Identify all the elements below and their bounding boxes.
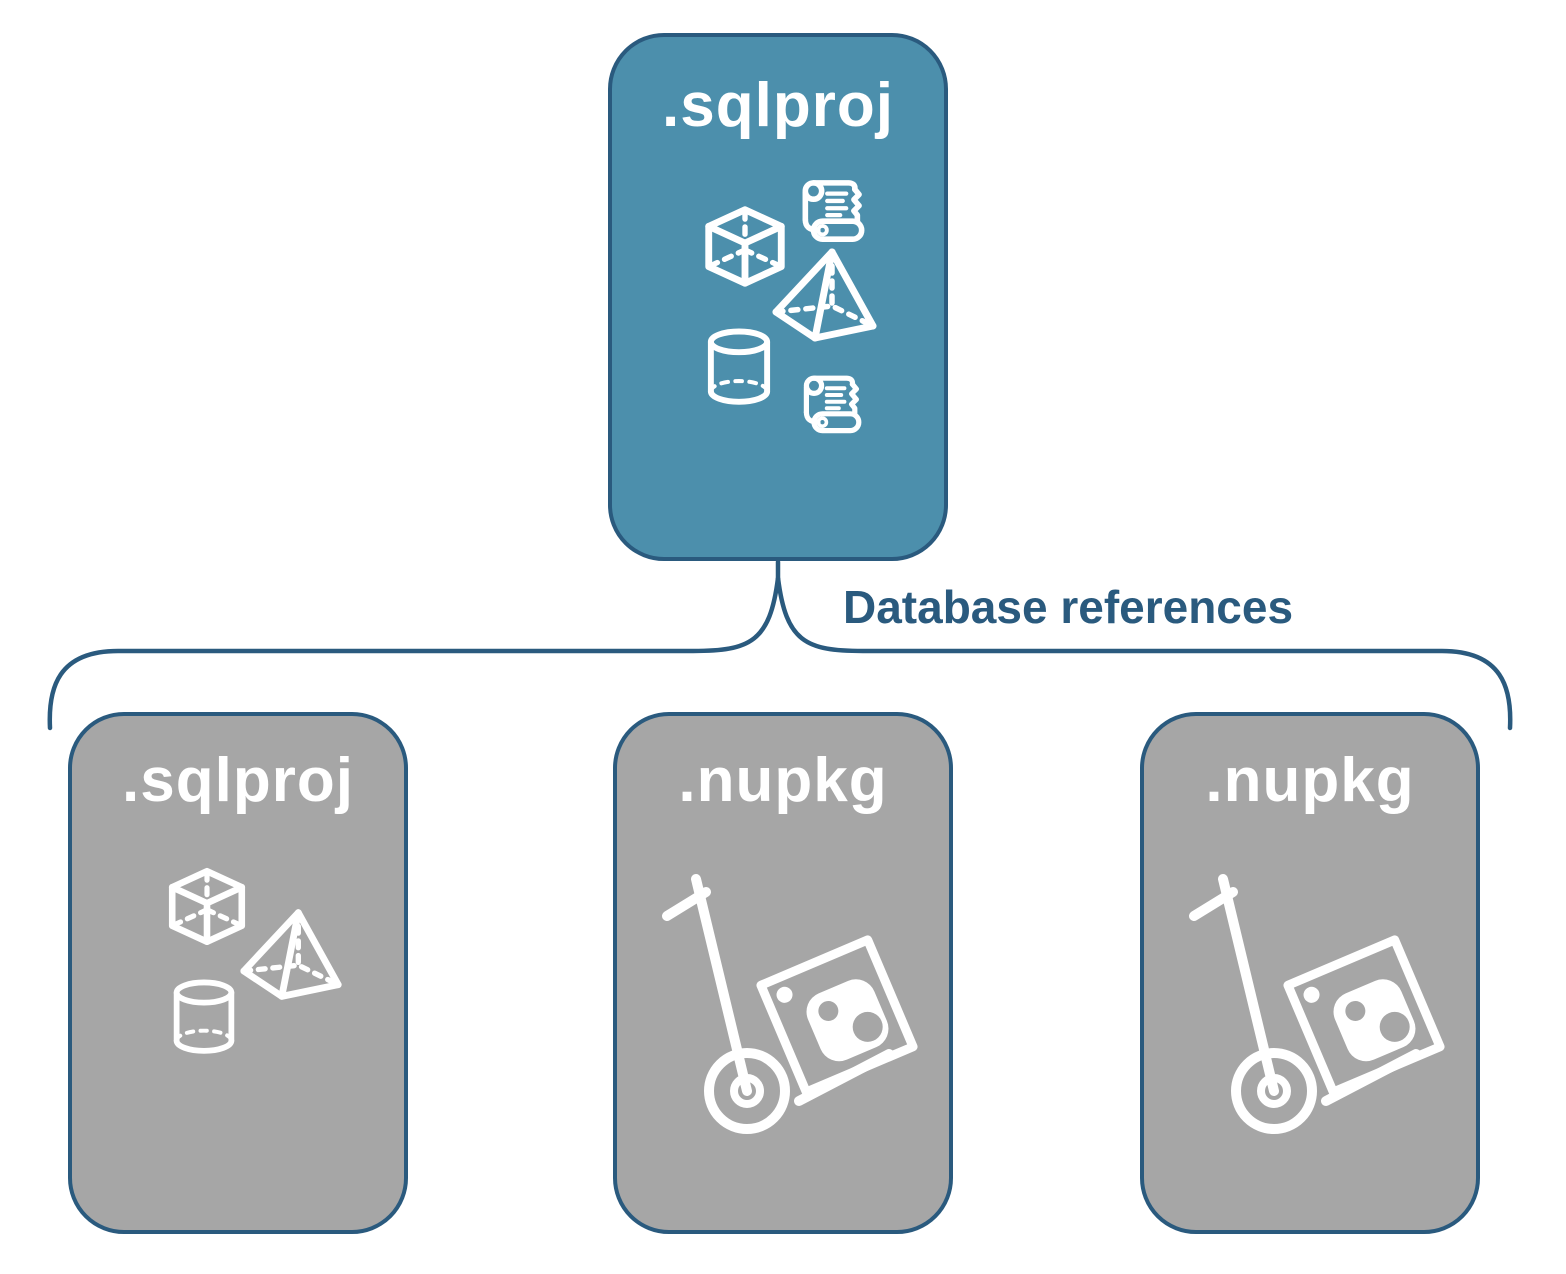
cylinder-icon xyxy=(177,982,232,1050)
child-card-title: .nupkg xyxy=(1205,746,1415,815)
cylinder-icon xyxy=(711,331,767,401)
cube-icon xyxy=(172,871,242,942)
child-card-nupkg: .nupkg xyxy=(613,712,953,1234)
connector-label: Database references xyxy=(843,581,1294,633)
root-card-title: .sqlproj xyxy=(662,71,894,140)
nuget-icon-group xyxy=(1144,716,1484,1238)
nuget-icon-group xyxy=(617,716,957,1238)
child-card-title: .nupkg xyxy=(678,746,888,815)
pyramid-icon xyxy=(776,252,873,338)
child-card-sqlproj: .sqlproj xyxy=(68,712,408,1234)
script-scroll-icon xyxy=(806,378,858,430)
sql-project-shapes-group xyxy=(72,716,412,1238)
child-card-nupkg: .nupkg xyxy=(1140,712,1480,1234)
root-card-sqlproj: .sqlproj xyxy=(608,33,948,561)
script-scroll-icon xyxy=(805,183,861,239)
child-card-title: .sqlproj xyxy=(122,746,354,815)
cube-icon xyxy=(709,210,782,283)
nuget-dolly-icon xyxy=(667,879,913,1129)
pyramid-icon xyxy=(244,913,338,997)
sql-project-shapes-group xyxy=(612,37,952,565)
nuget-dolly-icon xyxy=(1194,879,1440,1129)
